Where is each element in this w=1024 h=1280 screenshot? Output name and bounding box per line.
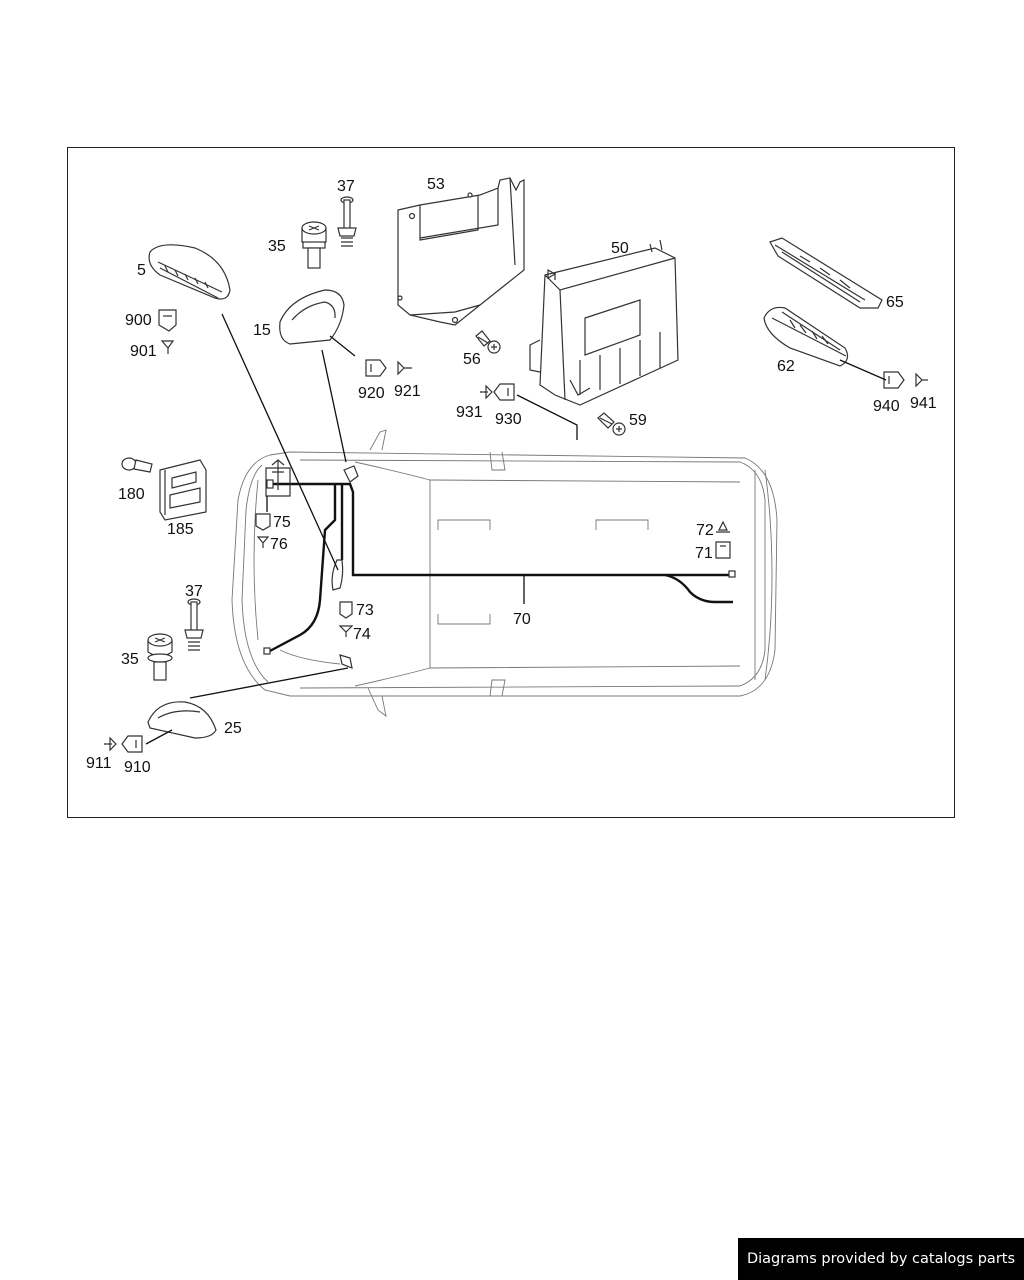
callout-901: 901 [130,343,157,360]
wiring-harness-70 [263,459,736,669]
pin-911 [104,736,117,752]
footer-text: Diagrams provided by catalogs parts [746,1251,1016,1267]
part-53-bracket [397,177,525,326]
callout-921: 921 [394,383,421,400]
part-15-cover [279,289,345,345]
part-62-light-lens [763,306,849,367]
part-65-light-housing [769,237,883,309]
part-50-control-unit [529,239,679,406]
pin-931 [480,384,493,400]
connector-910 [121,735,143,753]
callout-70: 70 [513,611,531,628]
callout-25: 25 [224,720,242,737]
callout-911: 911 [86,755,112,772]
pin-921 [397,360,412,376]
callout-940: 940 [873,398,900,415]
callout-900: 900 [125,312,152,329]
callout-15: 15 [253,322,271,339]
pin-901 [160,340,175,354]
callout-53: 53 [427,176,445,193]
part-25-cover [147,701,217,739]
callout-185: 185 [167,521,194,538]
connector-920 [365,359,387,377]
connector-930 [493,383,515,401]
callout-65: 65 [886,294,904,311]
callout-37-lower: 37 [185,583,203,600]
callout-180: 180 [118,486,145,503]
callout-50: 50 [611,240,629,257]
clip-37-upper [337,196,357,247]
connector-940 [883,371,905,389]
callout-920: 920 [358,385,385,402]
callout-35-lower: 35 [121,651,139,668]
screw-56 [475,330,501,354]
callout-5: 5 [137,262,146,279]
callout-930: 930 [495,411,522,428]
leader-lines [145,313,887,745]
part-5-antenna [148,244,231,300]
callout-75: 75 [273,514,291,531]
callout-35-upper: 35 [268,238,286,255]
pin-74 [338,625,354,637]
callout-73: 73 [356,602,374,619]
callout-62: 62 [777,358,795,375]
connector-900 [158,309,177,332]
connector-75 [255,513,271,531]
bolt-180 [121,457,153,473]
callout-72: 72 [696,522,714,539]
callout-71: 71 [695,545,713,562]
pin-72 [716,520,730,533]
callout-76: 76 [270,536,288,553]
connector-73 [339,601,353,619]
bolt-35-upper [301,221,327,269]
part-185-bracket [159,459,207,521]
clip-37-lower [184,598,204,651]
screw-59 [597,412,626,436]
callout-941: 941 [910,395,937,412]
callout-74: 74 [353,626,371,643]
pin-941 [915,372,928,388]
vehicle-outline [231,429,778,718]
pin-76 [256,536,270,548]
callout-56: 56 [463,351,481,368]
bolt-35-lower [147,633,173,681]
footer-attribution: Diagrams provided by catalogs parts [738,1238,1024,1280]
callout-labels: 5 900 901 37 35 15 53 50 56 920 921 931 … [86,176,937,776]
connector-71 [715,541,731,559]
callout-59: 59 [629,412,647,429]
callout-931: 931 [456,404,483,421]
callout-910: 910 [124,759,151,776]
callout-37-upper: 37 [337,178,355,195]
